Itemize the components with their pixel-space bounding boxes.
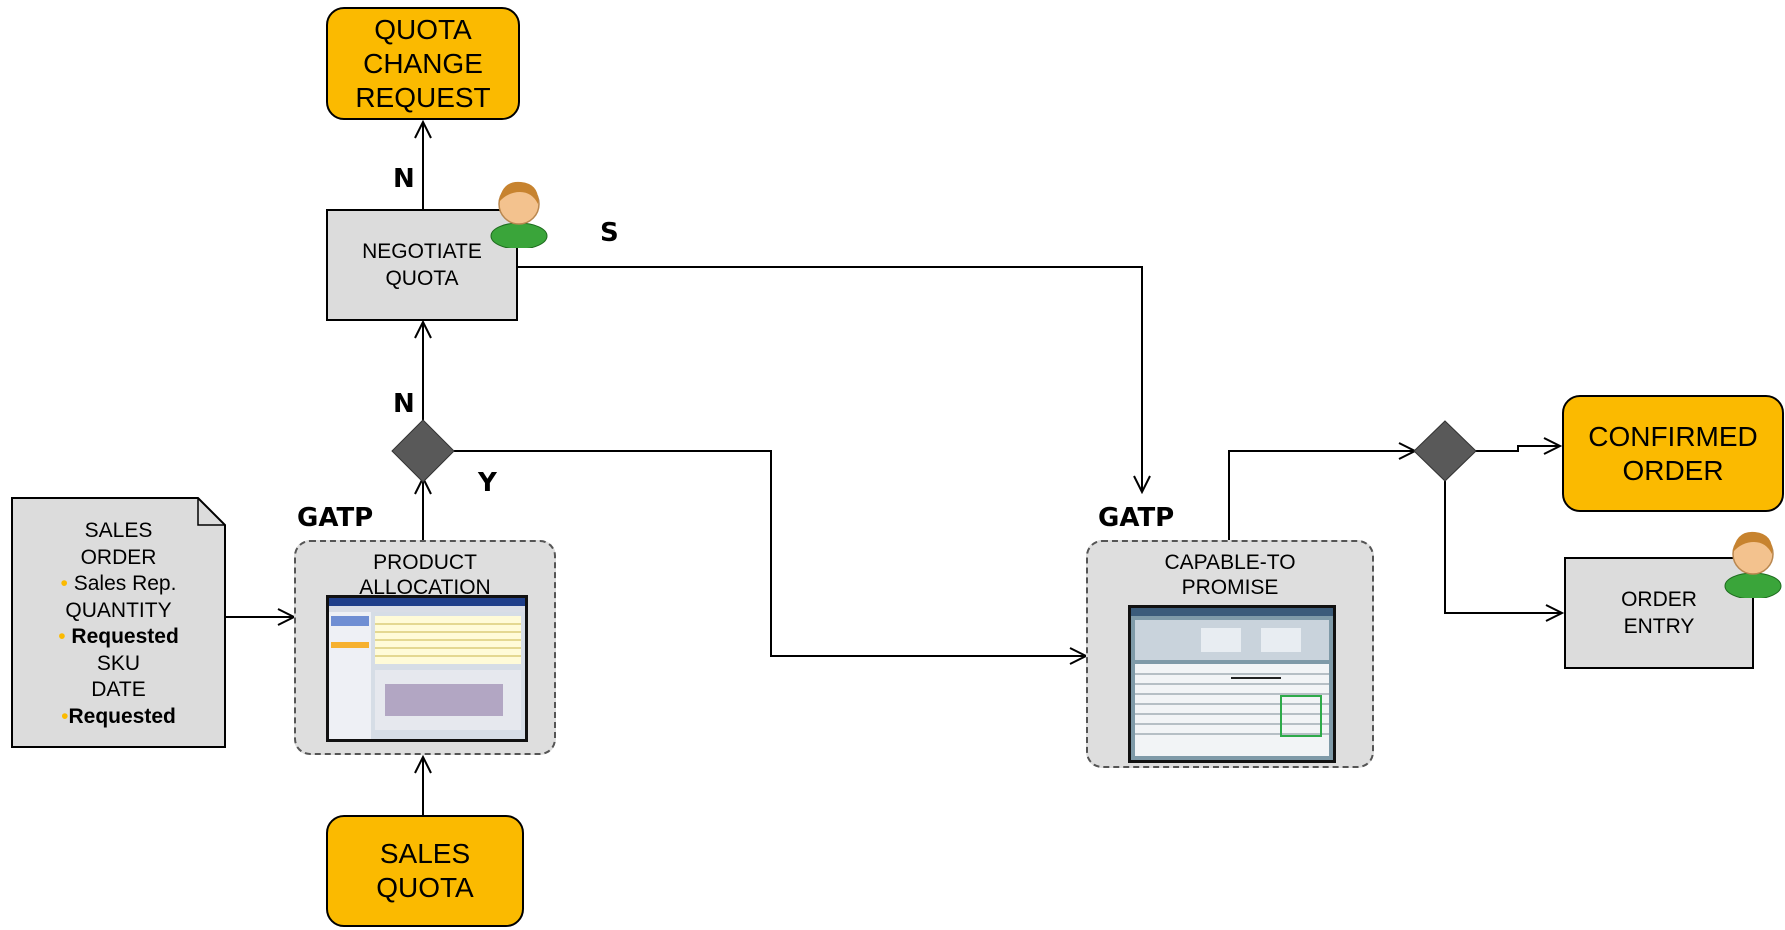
edge-label-s: S bbox=[600, 218, 619, 248]
quota-change-request-node: QUOTA CHANGE REQUEST bbox=[326, 7, 520, 120]
gatp-label-left: GATP bbox=[297, 503, 374, 533]
edge-decision-to-confirmed bbox=[1475, 446, 1560, 451]
person-icon bbox=[1724, 531, 1782, 598]
edge-label-n-mid: N bbox=[393, 389, 415, 419]
sales-order-document bbox=[11, 497, 226, 748]
edge-label-n-top: N bbox=[393, 164, 415, 194]
sales-order-text: SALES ORDER • Sales Rep. QUANTITY • Requ… bbox=[58, 519, 179, 728]
screenshot-thumbnail bbox=[1128, 605, 1336, 763]
decision-diamond-confirm bbox=[1413, 420, 1477, 482]
screenshot-thumbnail bbox=[326, 595, 528, 742]
decision-diamond-allocation bbox=[391, 419, 455, 483]
edge-decision-to-order-entry bbox=[1444, 481, 1562, 613]
edge-ctp-to-decision bbox=[1228, 451, 1415, 540]
edge-negotiate-to-ctp bbox=[518, 266, 1142, 492]
negotiate-quota-node: NEGOTIATE QUOTA bbox=[326, 209, 518, 321]
edge-decision-to-ctp bbox=[454, 450, 1086, 656]
order-entry-node: ORDER ENTRY bbox=[1564, 557, 1754, 669]
edge-label-y: Y bbox=[478, 468, 497, 498]
sales-quota-node: SALES QUOTA bbox=[326, 815, 524, 927]
confirmed-order-node: CONFIRMED ORDER bbox=[1562, 395, 1784, 512]
gatp-label-right: GATP bbox=[1098, 503, 1175, 533]
person-icon bbox=[490, 181, 548, 248]
